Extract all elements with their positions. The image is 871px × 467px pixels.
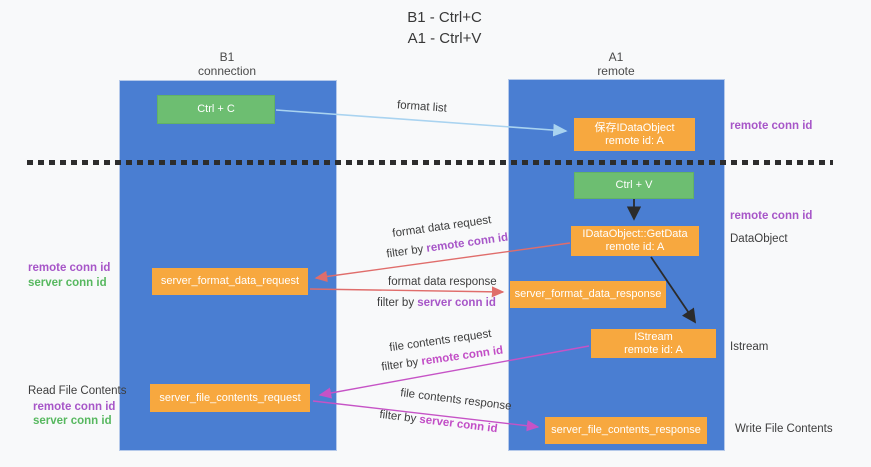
left-lane-subtitle: connection: [197, 64, 257, 78]
ctrl-c-label: Ctrl + C: [197, 103, 235, 115]
arrow-file-contents-request: [318, 345, 590, 399]
left-server-conn-id-mid-label: server conn id: [28, 277, 107, 289]
save-dataobject-title: 保存IDataObject: [594, 121, 675, 134]
left-lane-name: B1: [219, 50, 235, 64]
arrow-format-list: [275, 109, 568, 137]
right-lane-subtitle: remote: [597, 64, 635, 78]
read-file-contents-text: Read File Contents: [28, 385, 127, 397]
dataobject-side-label: DataObject: [730, 233, 788, 245]
remote-conn-id-text: remote conn id: [730, 120, 813, 132]
remote-conn-id-text: remote conn id: [730, 210, 813, 222]
arrow-format-data-response: [309, 286, 505, 298]
server-conn-id-text: server conn id: [28, 277, 107, 289]
istream-text: Istream: [730, 341, 769, 353]
ctrl-v-label: Ctrl + V: [615, 179, 653, 191]
server-file-contents-response-label: server_file_contents_response: [551, 424, 701, 436]
format-data-response-filter-label: filter by server conn id: [377, 297, 496, 309]
left-remote-conn-id-mid-label: remote conn id: [28, 262, 110, 274]
remote-conn-id-text: remote conn id: [33, 401, 116, 413]
format-data-response-text: format data response: [388, 276, 497, 288]
arrow-file-contents-response: [312, 400, 540, 432]
save-dataobject-node: 保存IDataObject remote id: A: [574, 118, 695, 151]
istream-node: IStream remote id: A: [591, 329, 716, 358]
server-file-contents-request-node: server_file_contents_request: [150, 384, 310, 412]
left-remote-conn-id-bottom-label: remote conn id: [33, 401, 115, 413]
write-file-contents-label: Write File Contents: [735, 423, 833, 435]
server-format-data-request-node: server_format_data_request: [152, 268, 308, 295]
title-line-1: B1 - Ctrl+C: [407, 9, 482, 26]
write-file-contents-text: Write File Contents: [735, 423, 833, 435]
istream-remote-id: remote id: A: [624, 343, 683, 356]
server-file-contents-response-node: server_file_contents_response: [545, 417, 707, 444]
istream-title: IStream: [634, 330, 673, 343]
server-format-data-response-label: server_format_data_response: [514, 288, 662, 300]
ctrl-c-node: Ctrl + C: [157, 95, 275, 124]
right-lane-name: A1: [608, 50, 624, 64]
arrow-getdata-to-istream: [650, 256, 697, 324]
remote-conn-id-text: remote conn id: [28, 262, 111, 274]
ctrl-v-node: Ctrl + V: [574, 172, 694, 199]
server-conn-id-text: server conn id: [33, 415, 112, 427]
dashed-divider-line: [27, 160, 833, 165]
istream-side-label: Istream: [730, 341, 768, 353]
getdata-remote-id: remote id: A: [605, 241, 665, 253]
server-format-data-response-node: server_format_data_response: [510, 281, 666, 308]
title-line-2: A1 - Ctrl+V: [407, 30, 482, 47]
filter-by-text: filter by: [377, 297, 418, 309]
right-remote-conn-id-mid-label: remote conn id: [730, 210, 812, 222]
right-lane-header: A1 remote: [556, 50, 676, 78]
read-file-contents-label: Read File Contents: [28, 385, 126, 397]
getdata-node: IDataObject::GetData remote id: A: [571, 226, 699, 256]
server-conn-id-key: server conn id: [417, 297, 496, 309]
dataobject-text: DataObject: [730, 233, 788, 245]
format-data-response-arrow-label: format data response: [388, 276, 497, 288]
save-dataobject-remote-id: remote id: A: [605, 134, 664, 147]
left-server-conn-id-bottom-label: server conn id: [33, 415, 112, 427]
right-remote-conn-id-top-label: remote conn id: [730, 120, 812, 132]
getdata-title: IDataObject::GetData: [582, 228, 688, 240]
left-lane-header: B1 connection: [167, 50, 287, 78]
server-file-contents-request-label: server_file_contents_request: [159, 391, 301, 404]
server-format-data-request-label: server_format_data_request: [160, 275, 300, 287]
arrow-format-data-request: [314, 242, 571, 283]
diagram-title: B1 - Ctrl+C A1 - Ctrl+V: [18, 7, 871, 49]
